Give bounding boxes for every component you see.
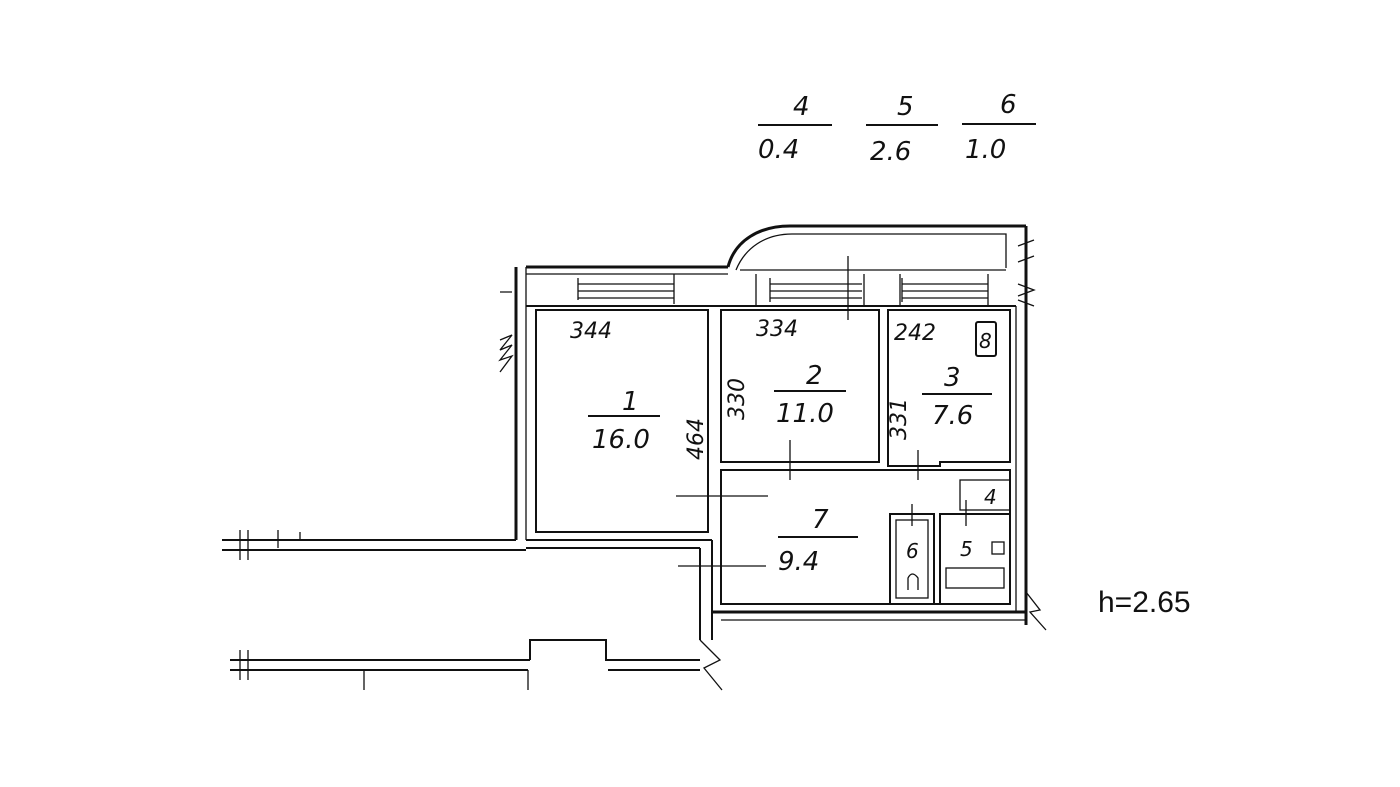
room-area: 16.0 [592,425,650,455]
room-3-depth: 331 [887,398,912,440]
room-1: 1 16.0 [588,387,660,455]
room-number: 7 [812,505,829,535]
room-legend: 4 0.4 5 2.6 6 1.0 [758,90,1036,167]
legend-item: 5 2.6 [866,92,938,167]
room-area: 9.4 [778,547,819,577]
room-1-depth: 464 [684,418,709,460]
room-number: 3 [944,363,961,393]
closet-label: 4 [984,485,997,509]
room-area: 7.6 [932,401,973,431]
toilet-icon [907,573,919,590]
room-2: 2 11.0 [774,361,846,429]
ceiling-height: h=2.65 [1098,586,1191,619]
room-area: 11.0 [776,399,834,429]
room-2-depth: 330 [725,378,750,420]
sink-icon [991,541,1005,555]
room-number: 1 [622,387,639,417]
legend-room-area: 1.0 [965,135,1006,165]
legend-room-number: 4 [793,92,810,122]
stove-icon: 8 [975,321,997,357]
legend-item: 6 1.0 [962,90,1036,165]
legend-room-area: 2.6 [870,137,911,167]
bath-label: 5 [960,537,973,561]
room-2-width: 334 [756,317,798,342]
wc-label: 6 [906,539,919,563]
window [577,278,674,300]
room-number: 2 [806,361,823,391]
legend-room-number: 5 [897,92,914,122]
window [769,278,862,302]
room-3: 3 7.6 [922,363,992,431]
walls [222,224,1047,691]
room-1-width: 344 [570,319,612,344]
dimensions: 344 334 242 464 330 331 [570,317,936,460]
window [901,278,988,302]
room-3-width: 242 [894,321,936,346]
legend-room-number: 6 [1000,90,1017,120]
legend-item: 4 0.4 [758,92,832,165]
stove-label: 8 [979,329,992,353]
room-7: 7 9.4 [778,505,858,577]
legend-room-area: 0.4 [758,135,799,165]
